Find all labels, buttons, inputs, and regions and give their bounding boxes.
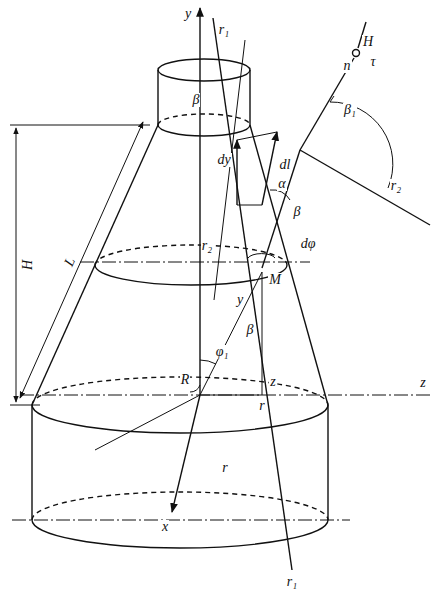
drawing-stroke	[249, 70, 250, 125]
drawing-stroke	[200, 395, 262, 396]
drawing-stroke	[95, 395, 200, 450]
drawing-label: r₁	[286, 575, 298, 589]
drawing-label: R	[180, 373, 191, 387]
drawing-stroke	[31, 405, 32, 520]
drawing-stroke	[158, 59, 250, 81]
drawing-label: r₁	[218, 23, 230, 37]
drawing-label: dy	[216, 153, 231, 167]
drawing-label: n	[343, 59, 352, 73]
drawing-stroke	[158, 125, 250, 136]
drawing-stroke	[10, 125, 150, 126]
drawing-label: β	[192, 93, 201, 107]
drawing-stroke	[330, 96, 334, 102]
drawing-stroke	[237, 205, 262, 206]
drawing-label: L	[62, 255, 79, 270]
drawing-stroke	[10, 8, 430, 570]
drawing-label: β	[246, 323, 255, 337]
drawing-label: x	[161, 520, 169, 534]
drawing-stroke	[20, 395, 430, 396]
drawing-stroke	[200, 360, 216, 364]
drawing-stroke	[250, 125, 328, 405]
drawing-label: r	[258, 399, 265, 413]
drawing-label: y	[236, 293, 244, 307]
drawing-stroke	[330, 102, 393, 188]
drawing-label: α	[277, 177, 286, 191]
drawing-label: r₂	[201, 239, 213, 253]
drawing-stroke	[200, 272, 262, 395]
drawing-label: φ₁	[215, 345, 230, 359]
drawing-label: M	[268, 273, 282, 287]
drawing-stroke	[157, 70, 158, 125]
drawing-label: β₁	[343, 103, 357, 117]
drawing-stroke	[262, 272, 263, 395]
drawing-label: dφ	[300, 237, 317, 251]
drawing-label: τ	[369, 55, 376, 69]
drawing-stroke	[213, 18, 292, 570]
drawing-stroke	[237, 132, 277, 140]
drawing-stroke	[16, 128, 17, 402]
drawing-stroke	[32, 405, 328, 433]
drawing-label: H	[362, 35, 374, 49]
drawing-stroke	[270, 190, 290, 200]
drawing-stroke	[262, 132, 277, 205]
drawing-label: y	[184, 7, 192, 21]
drawing-stroke	[172, 395, 200, 512]
drawing-stroke	[32, 520, 328, 548]
drawing-stroke	[236, 140, 237, 205]
drawing-stroke	[190, 385, 200, 392]
drawing-stroke	[199, 8, 200, 395]
drawing-stroke	[12, 520, 350, 521]
drawing-stroke	[300, 150, 430, 225]
drawing-stroke	[353, 50, 360, 57]
drawing-stroke	[214, 40, 245, 300]
drawing-stroke	[20, 122, 143, 398]
drawing-label: r₂	[390, 179, 402, 193]
drawing-stroke	[10, 405, 40, 406]
drawing-label: H	[21, 259, 35, 271]
drawing-label: z	[419, 376, 426, 390]
drawing-label: dl	[279, 158, 292, 172]
drawing-stroke	[95, 265, 287, 285]
drawing-stroke	[248, 254, 275, 258]
drawing-stroke	[80, 262, 310, 263]
drawing-stroke	[327, 405, 328, 520]
drawing-label: β	[293, 205, 302, 219]
drawing-label: z	[269, 375, 276, 389]
drawing-label: r	[221, 461, 228, 475]
